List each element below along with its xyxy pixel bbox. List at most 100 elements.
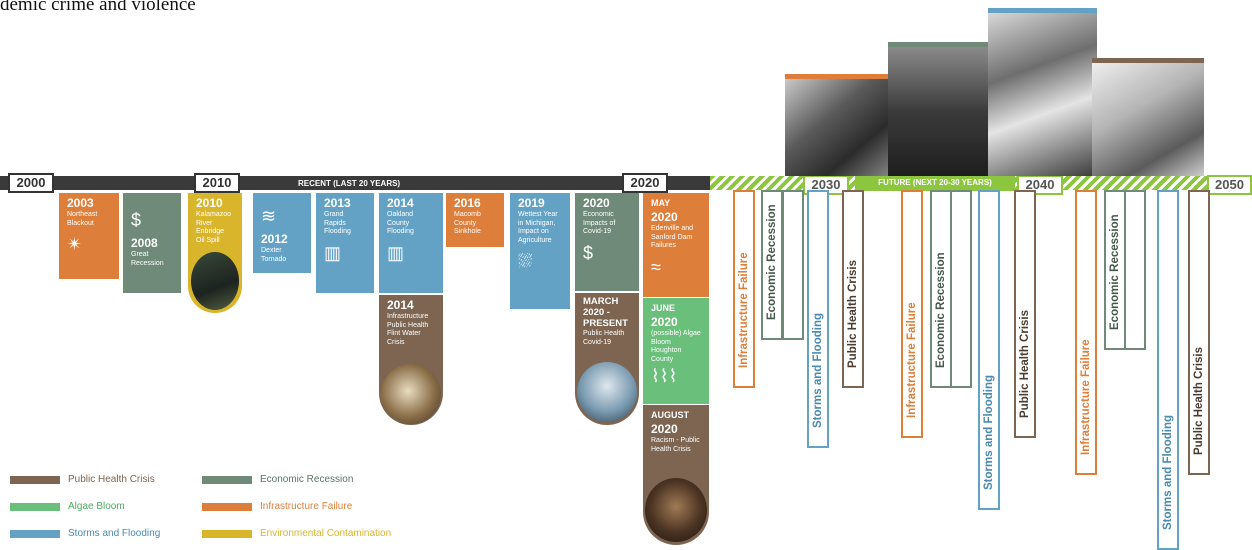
future-2030s-health: Public Health Crisis (842, 190, 864, 388)
event-text: Kalamazoo River Enbridge Oil Spill (196, 211, 232, 244)
event-year: 2020 (583, 196, 610, 210)
event-month: JUNE (651, 303, 676, 313)
event-year: 2014 (387, 196, 414, 210)
legend-label: Economic Recession (260, 474, 354, 485)
event-text: Racism - Public Health Crisis (651, 437, 700, 453)
event-year: 2016 (454, 196, 481, 210)
event-text: Public Health Covid-19 (583, 330, 625, 346)
event-year: 2014 (387, 298, 414, 312)
timeline-bar-past (0, 176, 710, 190)
event-month: AUGUST (651, 410, 689, 420)
future-2030s-economic: Economic Recession (930, 190, 952, 388)
future-label: Public Health Crisis (1193, 346, 1205, 455)
event-text: Economic Impacts of Covid-19 (583, 211, 616, 235)
event-year: 2020 (651, 315, 678, 329)
legend-swatch (10, 476, 60, 484)
algae-icon: ⌇⌇⌇ (651, 366, 678, 386)
future-photo-storms (988, 8, 1097, 176)
event-year: 2013 (324, 196, 351, 210)
tornado-icon: ≋ (261, 206, 277, 226)
legend-swatch (202, 476, 252, 484)
event-year: MARCH 2020 - PRESENT (583, 296, 628, 329)
future-label: Infrastructure Failure (738, 252, 750, 368)
year-marker-2050: 2050 (1207, 175, 1252, 195)
covid-photo (577, 362, 637, 422)
future-2050s-storms: Storms and Flooding (1157, 190, 1179, 550)
future-2020s-infrastructure: Infrastructure Failure (733, 190, 755, 388)
event-year: 2008 (131, 236, 158, 250)
event-text: Grand Rapids Flooding (324, 211, 351, 235)
flood-icon: ▥ (324, 242, 342, 263)
future-2030s-storms: Storms and Flooding (807, 190, 829, 448)
oil-spill-photo (191, 252, 239, 310)
event-year: 2010 (196, 196, 223, 210)
recent-period-label: RECENT (LAST 20 YEARS) (298, 179, 401, 188)
future-label: Public Health Crisis (1019, 309, 1031, 418)
year-marker-2010: 2010 (194, 173, 240, 193)
event-text: Dexter Tornado (261, 247, 287, 263)
future-2050s-health: Public Health Crisis (1188, 190, 1210, 475)
event-text: Oakland County Flooding (387, 211, 414, 235)
event-2008: $ 2008 Great Recession (123, 193, 181, 293)
event-2012: ≋ 2012 Dexter Tornado (253, 193, 311, 273)
future-label: Storms and Flooding (983, 375, 995, 490)
event-month: MAY (651, 198, 671, 208)
event-text: Northeast Blackout (67, 211, 98, 227)
future-photo-infrastructure (785, 74, 892, 176)
year-marker-2020: 2020 (622, 173, 668, 193)
rain-crop-icon: ⛆ (518, 251, 533, 271)
future-2040s-health: Public Health Crisis (1014, 190, 1036, 438)
event-2003: 2003 Northeast Blackout ✴ (59, 193, 119, 279)
event-text: Great Recession (131, 251, 164, 267)
event-text: Infrastructure Public Health Flint Water… (387, 313, 429, 346)
event-year: 2019 (518, 196, 545, 210)
event-2020-may: MAY 2020 Edenville and Sanford Dam Failu… (643, 193, 709, 297)
page-title: demic crime and violence (0, 0, 196, 15)
lightbulb-icon: ✴ (67, 234, 83, 254)
event-2019: 2019 Wettest Year in Michigan, Impact on… (510, 193, 570, 309)
event-text: Macomb County Sinkhole (454, 211, 481, 235)
future-2040s-economic-2 (1124, 190, 1146, 350)
future-2040s-economic: Economic Recession (1104, 190, 1126, 350)
future-label: Infrastructure Failure (906, 302, 918, 418)
future-2020s-economic: Economic Recession (761, 190, 783, 340)
event-text: Edenville and Sanford Dam Failures (651, 225, 694, 249)
future-label: Economic Recession (935, 252, 947, 368)
flood-icon: ▥ (387, 242, 405, 263)
event-year: 2012 (261, 232, 288, 246)
future-2030s-economic-2 (950, 190, 972, 388)
future-label: Economic Recession (1109, 214, 1121, 330)
legend-label: Environmental Contamination (260, 528, 392, 539)
future-label: Storms and Flooding (1162, 415, 1174, 530)
event-text: Wettest Year in Michigan, Impact on Agri… (518, 211, 558, 244)
event-2016: 2016 Macomb County Sinkhole (446, 193, 504, 247)
dollar-cycle-icon: $ (131, 210, 142, 230)
future-label: Public Health Crisis (847, 259, 859, 368)
legend-label: Storms and Flooding (68, 528, 161, 539)
legend-swatch (10, 530, 60, 538)
event-year: 2020 (651, 210, 678, 224)
legend-label: Algae Bloom (68, 501, 125, 512)
future-label: Infrastructure Failure (1080, 339, 1092, 455)
water-photo (381, 364, 441, 424)
legend-swatch (202, 503, 252, 511)
event-year: 2003 (67, 196, 94, 210)
future-label: Storms and Flooding (812, 313, 824, 428)
future-2040s-storms: Storms and Flooding (978, 190, 1000, 510)
event-2020-june: JUNE 2020 (possible) Algae Bloom Houghto… (643, 298, 709, 404)
legend-swatch (10, 503, 60, 511)
future-label: Economic Recession (766, 204, 778, 320)
legend-label: Infrastructure Failure (260, 501, 353, 512)
legend-label: Public Health Crisis (68, 474, 155, 485)
future-2030s-infrastructure: Infrastructure Failure (901, 190, 923, 438)
event-year: 2020 (651, 422, 678, 436)
legend-swatch (202, 530, 252, 538)
fist-photo (645, 478, 707, 542)
event-2013: 2013 Grand Rapids Flooding ▥ (316, 193, 374, 293)
event-2014-flooding: 2014 Oakland County Flooding ▥ (379, 193, 443, 293)
year-marker-2000: 2000 (8, 173, 54, 193)
future-period-label: FUTURE (NEXT 20-30 YEARS) (855, 175, 1015, 191)
future-photo-economic (888, 42, 988, 176)
event-text: (possible) Algae Bloom Houghton County (651, 330, 701, 363)
dam-icon: ≈ (651, 256, 661, 277)
